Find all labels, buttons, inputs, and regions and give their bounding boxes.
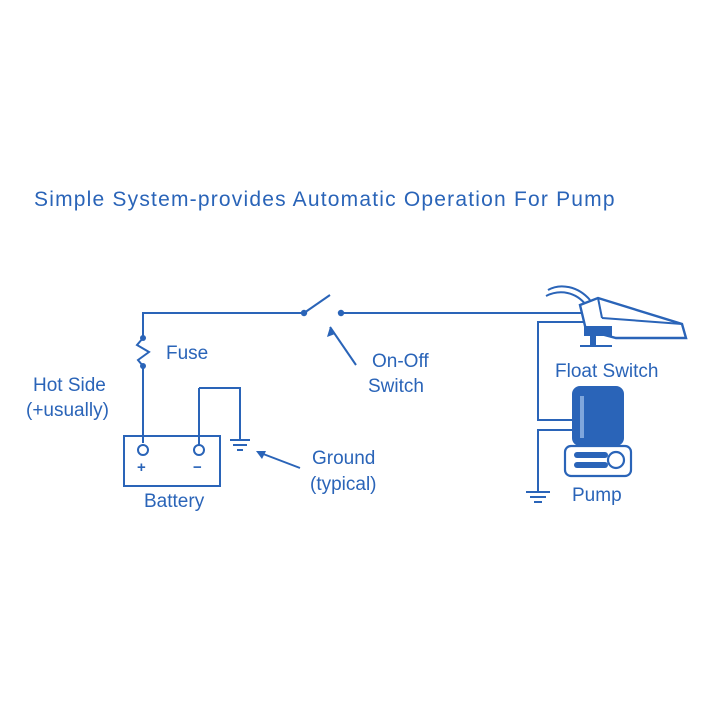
hot-side-note: (+usually) — [26, 400, 109, 421]
fuse-symbol — [135, 335, 151, 443]
battery-symbol — [123, 388, 221, 487]
float-switch-label: Float Switch — [555, 361, 658, 382]
pump-label: Pump — [572, 485, 622, 506]
battery-minus-sign: − — [193, 459, 202, 476]
float-switch-icon — [545, 285, 688, 347]
hot-side-label: Hot Side — [33, 375, 106, 396]
main-wires — [142, 312, 585, 338]
pump-icon — [563, 386, 633, 478]
battery-label: Battery — [144, 491, 205, 512]
ground-label: Ground — [312, 448, 375, 469]
switch-label: Switch — [368, 376, 424, 397]
pump-wires — [526, 321, 583, 503]
on-off-switch-symbol — [300, 294, 357, 366]
ground-note: (typical) — [310, 474, 377, 495]
fuse-label: Fuse — [166, 343, 208, 364]
on-off-label: On-Off — [372, 351, 429, 372]
battery-plus-sign: + — [137, 459, 146, 476]
diagram-title: Simple System-provides Automatic Operati… — [34, 188, 616, 211]
battery-ground-symbol — [199, 387, 301, 469]
